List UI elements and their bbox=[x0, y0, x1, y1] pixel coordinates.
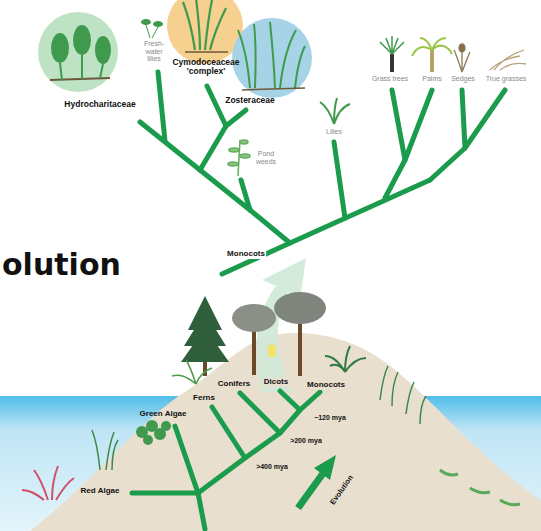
group-label: Monocots bbox=[306, 381, 346, 390]
dicot-trees bbox=[232, 292, 326, 376]
family-label: Hydrocharitaceae bbox=[64, 100, 135, 109]
family-label: Cymodoceaceae 'complex' bbox=[168, 58, 244, 77]
lily-plant bbox=[320, 98, 350, 124]
sedge-plant bbox=[454, 44, 470, 72]
group-label: Dicots bbox=[263, 378, 289, 387]
hydrocharitaceae-plant bbox=[50, 25, 111, 80]
group-label: Grass trees bbox=[372, 75, 408, 83]
hydrocharitaceae-circle bbox=[38, 12, 118, 92]
age-label: ~120 mya bbox=[313, 414, 347, 422]
group-label: Green Algae bbox=[140, 410, 187, 419]
fern-plant bbox=[172, 360, 212, 384]
group-label: Palms bbox=[422, 75, 441, 83]
monocot-tree bbox=[140, 72, 505, 274]
group-label: Fresh-water lilies bbox=[139, 40, 169, 63]
page-title: olution bbox=[2, 248, 121, 281]
group-label: Sedges bbox=[451, 75, 475, 83]
pondweed-plant bbox=[228, 140, 250, 176]
group-label: Lilies bbox=[326, 128, 342, 136]
green-algae bbox=[136, 420, 171, 445]
red-algae bbox=[22, 466, 74, 500]
freshwater-lily-plant bbox=[141, 19, 163, 38]
group-label: Conifers bbox=[217, 380, 251, 389]
zosteraceae-plant bbox=[238, 22, 305, 90]
true-grass-plant bbox=[490, 50, 526, 70]
grass-tree-plant bbox=[380, 36, 404, 72]
plant-tree bbox=[132, 391, 320, 529]
group-label: Ferns bbox=[192, 394, 216, 403]
group-label: Pond weeds bbox=[251, 150, 281, 165]
cymodoceaceae-circle bbox=[167, 0, 243, 64]
group-label: Red Algae bbox=[81, 487, 120, 496]
age-label: >200 mya bbox=[289, 437, 323, 445]
monocot-plant bbox=[325, 346, 366, 372]
family-label: Zosteraceae bbox=[225, 96, 275, 105]
clade-label: Monocots bbox=[226, 250, 266, 259]
cymodoceaceae-plant bbox=[183, 0, 228, 52]
group-label: True grasses bbox=[486, 75, 527, 83]
palm-plant bbox=[412, 38, 452, 72]
age-label: >400 mya bbox=[255, 463, 289, 471]
seagrass bbox=[92, 366, 520, 505]
zosteraceae-circle bbox=[232, 18, 312, 98]
island bbox=[30, 333, 541, 531]
